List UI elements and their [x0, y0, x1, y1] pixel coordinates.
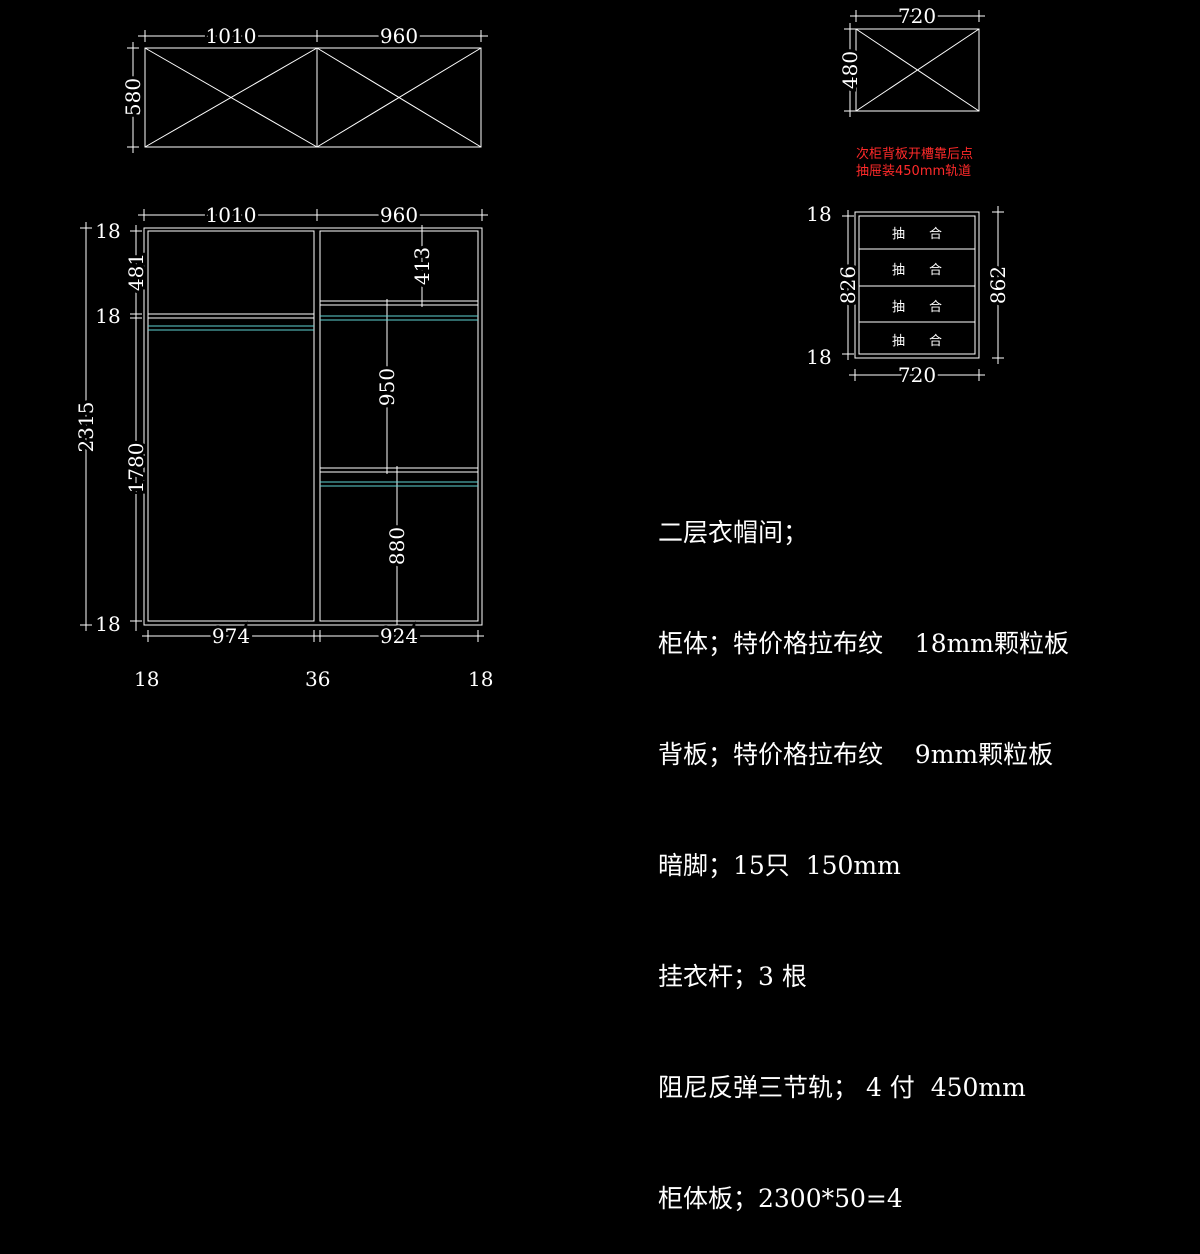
top-plan-width-left: 1010: [206, 24, 257, 48]
front-left-upper-height: 481: [124, 253, 148, 291]
sub-top-depth: 480: [838, 51, 862, 89]
sub-front-overall-height: 862: [986, 266, 1010, 304]
drawer-4-char-2: 合: [929, 334, 942, 349]
front-left-lower-height: 1780: [124, 443, 148, 494]
front-width-left: 1010: [206, 203, 257, 227]
drawer-2-char-2: 合: [929, 263, 942, 278]
red-annotation-line-2: 抽屉装450mm轨道: [856, 164, 972, 179]
sub-cabinet-top-view: [844, 10, 985, 117]
sub-top-width: 720: [898, 4, 936, 28]
bottom-thickness-right: 18: [468, 667, 494, 691]
note-line: 挂衣杆；3 根: [658, 962, 807, 991]
note-line: 柜体板；2300*50=4: [658, 1184, 903, 1213]
drawer-1-char-2: 合: [929, 227, 942, 242]
note-line: 暗脚；15只 150mm: [658, 851, 901, 880]
front-right-mid-height: 950: [375, 368, 399, 406]
top-plan-view: [127, 30, 488, 153]
bottom-thickness-middle: 36: [305, 667, 331, 691]
front-right-bottom-height: 880: [385, 527, 409, 565]
cad-drawing: 1010 960 580 1010 960 974 924 2315 18 18…: [74, 4, 1010, 648]
drawer-2-char-1: 抽: [892, 263, 905, 278]
top-plan-width-right: 960: [380, 24, 418, 48]
drawer-3-char-1: 抽: [892, 300, 905, 315]
sub-front-top-thickness: 18: [806, 202, 831, 226]
note-line: 柜体；特价格拉布纹 18mm颗粒板: [658, 629, 1070, 658]
front-width-right: 960: [380, 203, 418, 227]
bottom-thickness-left: 18: [134, 667, 160, 691]
front-top-thickness: 18: [95, 219, 120, 243]
note-line: 背板；特价格拉布纹 9mm颗粒板: [658, 740, 1054, 769]
red-annotation-line-1: 次柜背板开槽靠后点: [856, 147, 974, 162]
note-line: 阻尼反弹三节轨； 4 付 450mm: [658, 1073, 1026, 1102]
material-notes: 二层衣帽间； 柜体；特价格拉布纹 18mm颗粒板 背板；特价格拉布纹 9mm颗粒…: [658, 440, 1069, 1254]
front-mid-thickness: 18: [95, 304, 120, 328]
front-inner-width-right: 924: [380, 624, 418, 648]
sub-front-bottom-thickness: 18: [806, 345, 831, 369]
front-bottom-thickness: 18: [95, 612, 120, 636]
drawer-1-char-1: 抽: [892, 227, 905, 242]
front-elevation: [80, 209, 488, 642]
drawer-4-char-1: 抽: [892, 334, 905, 349]
top-plan-depth: 580: [121, 78, 145, 116]
hanging-rails: [148, 315, 478, 487]
note-line: 二层衣帽间；: [658, 518, 809, 547]
sub-front-inner-height: 826: [836, 266, 860, 304]
front-right-top-height: 413: [410, 247, 434, 285]
sub-cabinet-front-view: [842, 206, 1004, 381]
front-inner-width-left: 974: [212, 624, 250, 648]
drawer-3-char-2: 合: [929, 300, 942, 315]
front-overall-height: 2315: [74, 402, 98, 453]
sub-front-width: 720: [898, 363, 936, 387]
red-annotation: 次柜背板开槽靠后点 抽屉装450mm轨道: [856, 146, 973, 180]
